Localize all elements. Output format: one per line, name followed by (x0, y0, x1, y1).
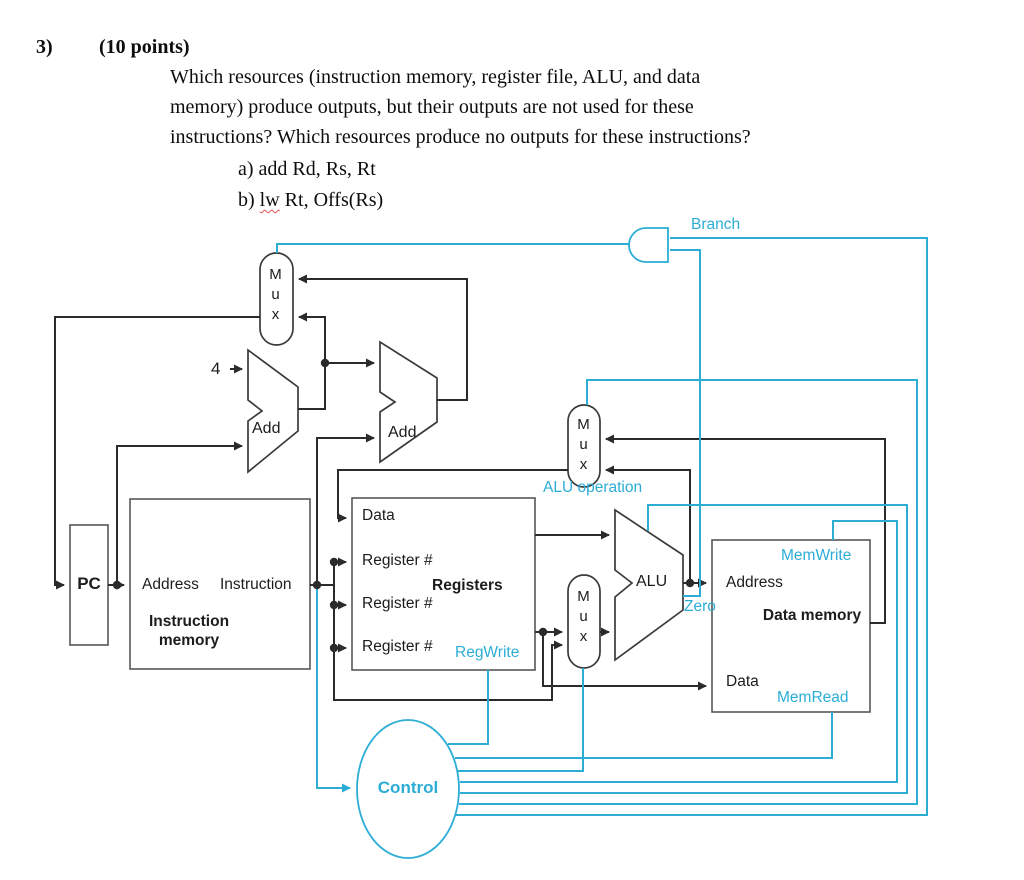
memwrite-label: MemWrite (781, 547, 852, 564)
wire-regwrite (448, 670, 489, 745)
item-b-misspelled-word: lw (259, 189, 280, 211)
question-line-3: instructions? Which resources produce no… (170, 126, 751, 148)
junction-dots (112, 358, 695, 653)
control-ellipse (356, 719, 460, 859)
imem-address-port-label: Address (142, 576, 199, 593)
alu-src-mux-label: Mux (575, 588, 592, 648)
wire-aluresult-to-mux (605, 465, 691, 583)
registers-box (351, 497, 536, 671)
branch-adder-label: Add (388, 424, 417, 441)
wire-zero-to-and (670, 249, 701, 597)
data-memory-box (711, 539, 871, 713)
wire-branchtarget-to-mux (298, 274, 468, 401)
wire-memwrite (460, 520, 898, 783)
registers-register2-port-label: Register # (362, 595, 433, 612)
data-memory-title: Data memory (762, 607, 862, 624)
branch-and-gate (628, 227, 669, 263)
wire-pc-to-adder (116, 441, 243, 585)
wire-branch-signal (456, 237, 928, 816)
mem-to-reg-mux-shape (567, 404, 601, 488)
registers-register3-port-label: Register # (362, 638, 433, 655)
pc-adder-shape (247, 348, 299, 474)
registers-data-port-label: Data (362, 507, 395, 524)
alu-shape (614, 508, 684, 662)
wire-instruction-to-control (316, 585, 351, 793)
wire-and-to-pcmux (276, 243, 630, 253)
question-item-a: a) add Rd, Rs, Rt (238, 158, 376, 180)
registers-title: Registers (432, 577, 503, 594)
wire-memtoreg-select (459, 379, 918, 805)
question-line-2: memory) produce outputs, but their outpu… (170, 96, 694, 118)
mem-to-reg-mux-label: Mux (575, 416, 592, 476)
question-line-1: Which resources (instruction memory, reg… (170, 66, 701, 88)
instruction-memory-title: Instruction memory (148, 613, 230, 649)
pc-adder-label: Add (252, 420, 281, 437)
branch-adder-shape (379, 340, 438, 464)
memread-label: MemRead (777, 689, 849, 706)
wire-alu-operation (460, 504, 908, 794)
regwrite-label: RegWrite (455, 644, 520, 661)
wire-alusrc-select (458, 668, 584, 772)
question-number: 3) (36, 36, 53, 58)
wire-readdata2-to-dmem (542, 632, 707, 691)
branch-signal-label: Branch (691, 216, 741, 233)
wire-pcmux-to-pc (54, 316, 260, 590)
question-item-b: b) lw Rt, Offs(Rs) (238, 189, 383, 212)
pc-label: PC (77, 574, 101, 593)
wire-immediate-to-mux (333, 562, 563, 701)
item-b-rest: Rt, Offs(Rs) (284, 189, 384, 211)
alu-label: ALU (636, 573, 668, 590)
control-unit-label: Control (377, 778, 439, 797)
zero-label: Zero (684, 598, 716, 615)
dmem-address-port-label: Address (726, 574, 783, 591)
data-wires (54, 274, 886, 701)
increment-4-label: 4 (211, 359, 221, 378)
registers-register1-port-label: Register # (362, 552, 433, 569)
alu-operation-label: ALU operation (543, 479, 643, 496)
question-points: (10 points) (99, 36, 190, 58)
wire-mux-to-regwrite-data (337, 469, 568, 523)
wire-offset-to-branchadder (316, 433, 375, 585)
pc-box (69, 524, 109, 646)
wire-memread (455, 712, 833, 759)
control-wires (276, 237, 928, 816)
pc-mux-label: Mux (267, 266, 284, 326)
dmem-data-port-label: Data (726, 673, 759, 690)
item-b-prefix: b) (238, 189, 255, 211)
imem-instruction-port-label: Instruction (220, 576, 292, 593)
wire-dmem-to-mux (605, 434, 886, 624)
